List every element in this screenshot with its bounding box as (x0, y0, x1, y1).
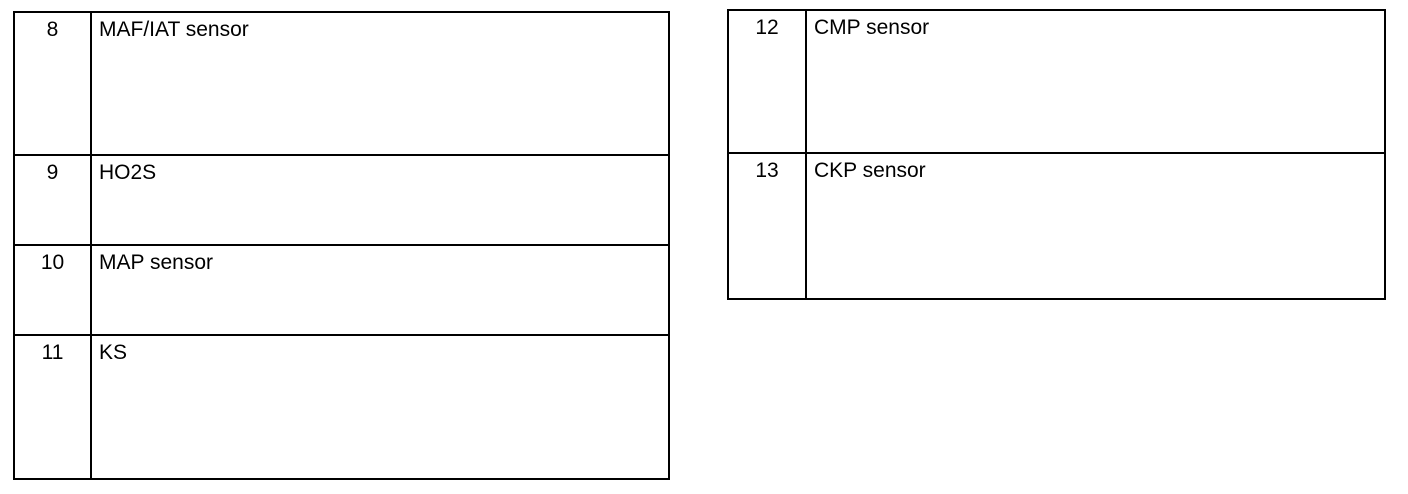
row-number: 11 (13, 334, 92, 480)
row-number: 13 (727, 152, 807, 300)
table-row: 8 MAF/IAT sensor (13, 11, 670, 156)
sensor-table-left: 8 MAF/IAT sensor 9 HO2S 10 MAP sensor 11… (13, 11, 670, 480)
sensor-table-right: 12 CMP sensor 13 CKP sensor (727, 9, 1386, 300)
table-row: 11 KS (13, 334, 670, 480)
row-label: HO2S (90, 154, 670, 246)
row-number: 8 (13, 11, 92, 156)
table-row: 9 HO2S (13, 154, 670, 246)
row-label: CMP sensor (805, 9, 1386, 154)
row-number: 9 (13, 154, 92, 246)
row-label: MAP sensor (90, 244, 670, 336)
table-row: 13 CKP sensor (727, 152, 1386, 300)
row-number: 12 (727, 9, 807, 154)
row-number: 10 (13, 244, 92, 336)
table-row: 12 CMP sensor (727, 9, 1386, 154)
row-label: KS (90, 334, 670, 480)
row-label: MAF/IAT sensor (90, 11, 670, 156)
table-row: 10 MAP sensor (13, 244, 670, 336)
row-label: CKP sensor (805, 152, 1386, 300)
